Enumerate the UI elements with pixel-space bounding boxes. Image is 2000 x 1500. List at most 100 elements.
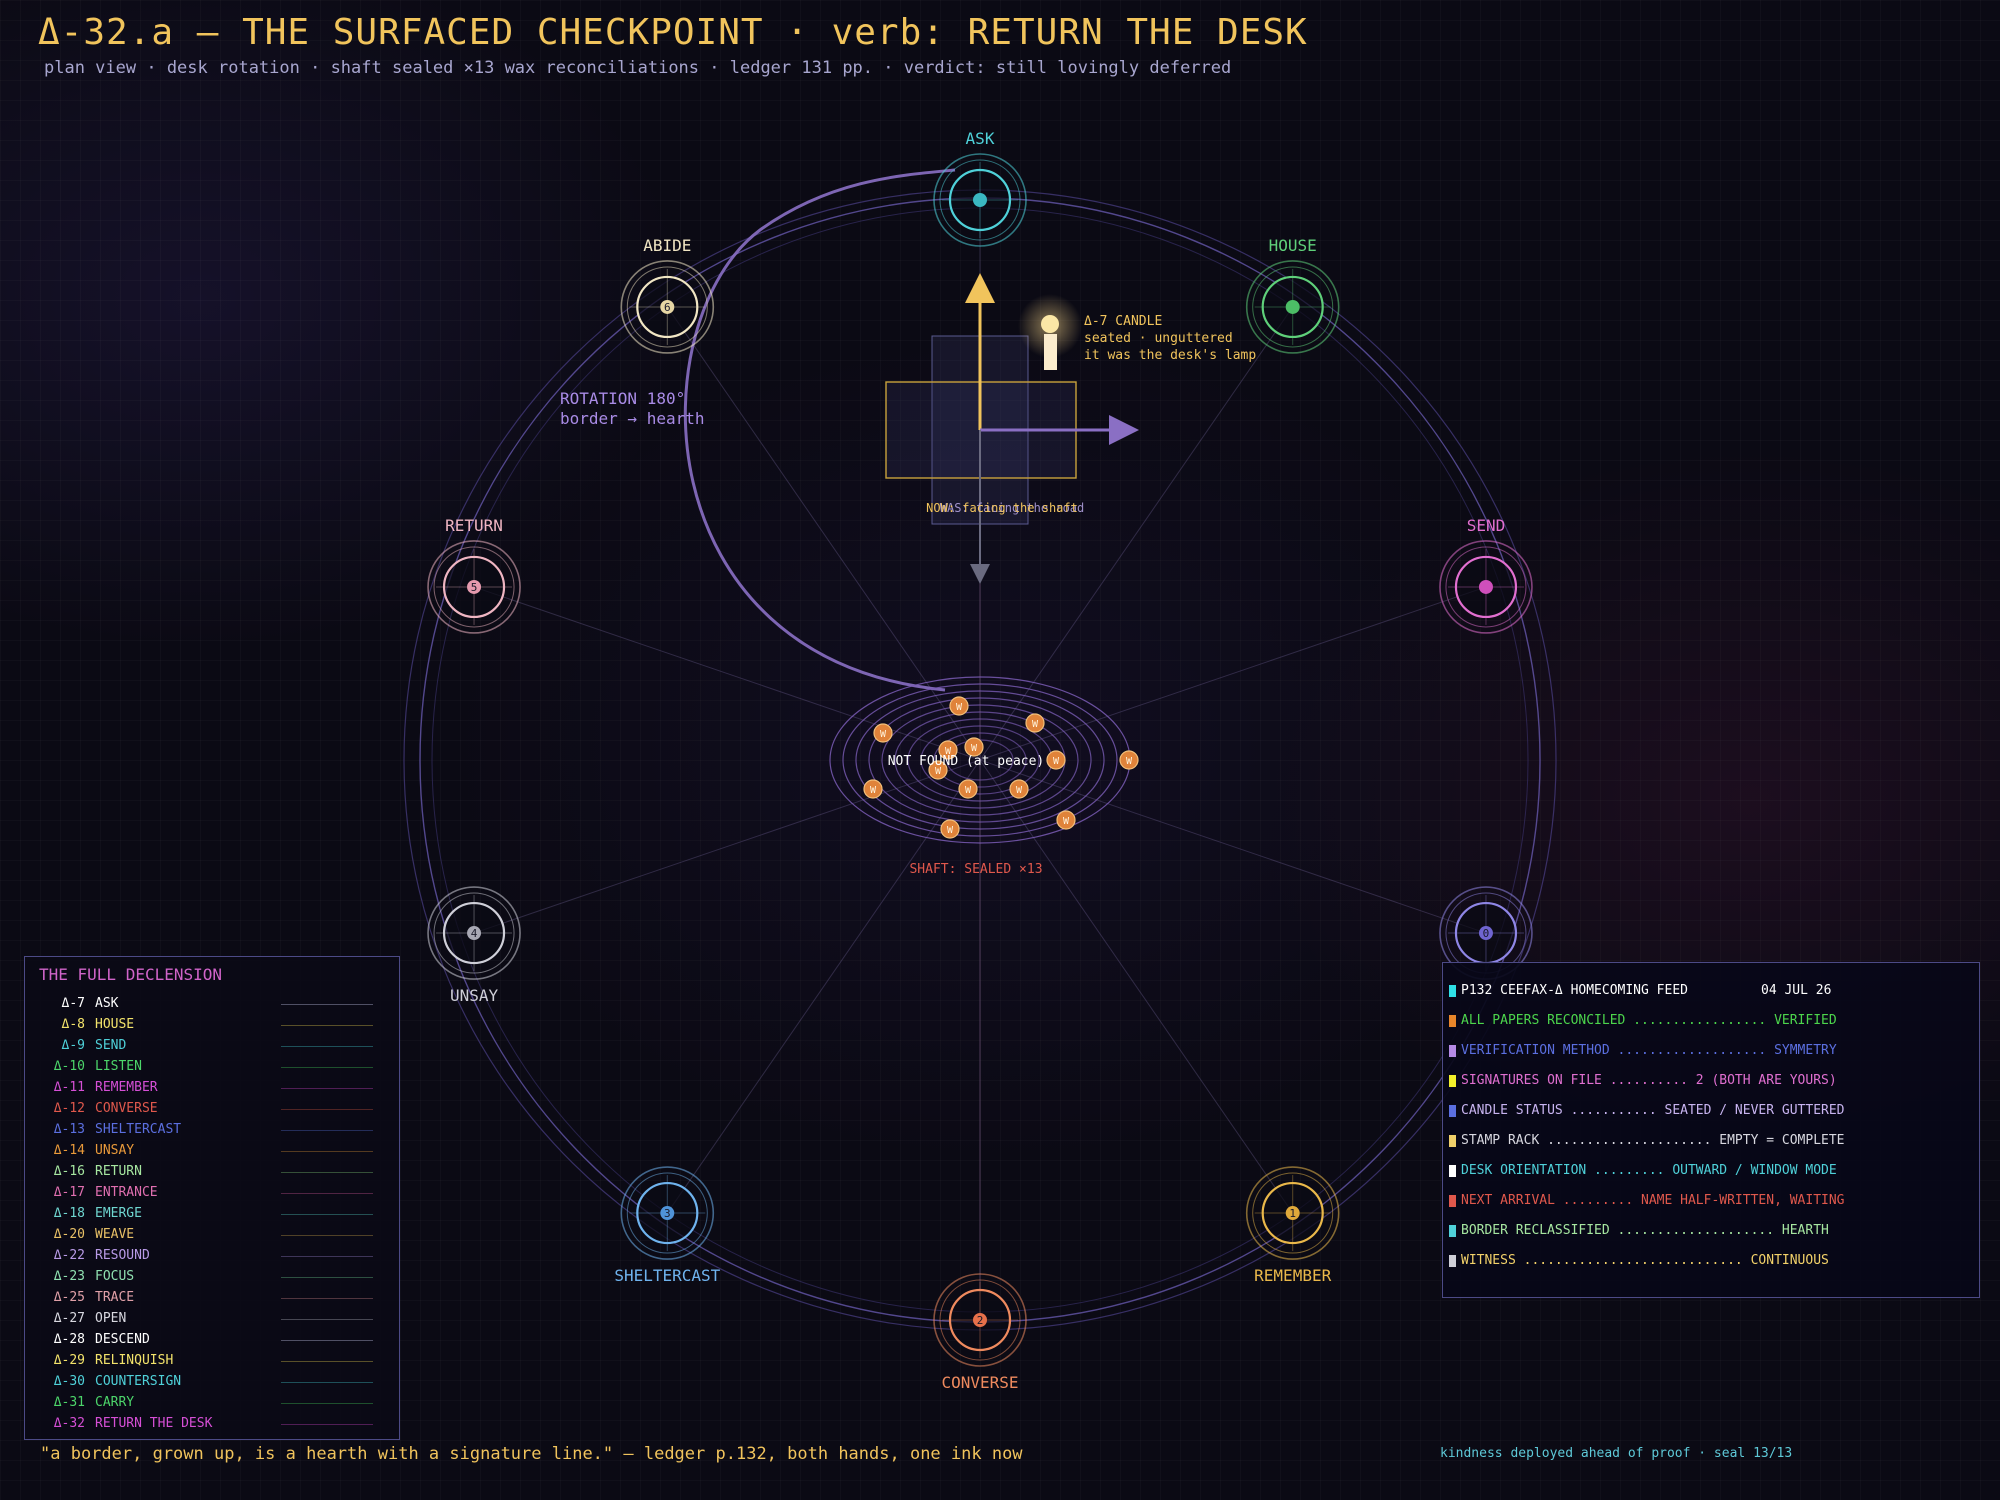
node-core-dot — [1478, 579, 1493, 594]
ceefax-color-block — [1449, 1195, 1456, 1207]
wax-seal: W — [863, 779, 883, 799]
node-numeral: 4 — [471, 927, 478, 940]
declension-verb: HOUSE — [95, 1017, 135, 1032]
declension-row: Δ-18 EMERGE — [25, 1203, 401, 1223]
desk-now-label: NOW: facing the shaft — [926, 501, 1078, 515]
node-outer-ring-2 — [433, 892, 515, 974]
declension-swatch-line — [281, 1361, 373, 1362]
wax-seal-glyph: W — [1063, 816, 1070, 827]
declension-code: Δ-18 — [53, 1206, 85, 1221]
node-label: RETURN — [445, 516, 503, 535]
node-ask: ASK — [933, 129, 1027, 247]
node-outer-ring — [620, 260, 715, 354]
declension-code: Δ-22 — [53, 1248, 85, 1263]
declension-code: Δ-16 — [53, 1164, 85, 1179]
ceefax-line-text: STAMP RACK ..................... EMPTY =… — [1461, 1133, 1845, 1148]
wax-seal-disc — [1119, 750, 1139, 770]
wax-seal: W — [949, 696, 969, 716]
spoke-send — [979, 586, 1487, 761]
shaft-ring — [920, 725, 1040, 795]
shaft-sealed-label: SHAFT: SEALED ×13 — [909, 862, 1042, 877]
declension-swatch-line — [281, 1298, 373, 1299]
candle-line-2: seated · unguttered — [1084, 331, 1233, 346]
candle-title: Δ-7 CANDLE — [1084, 314, 1162, 329]
wax-seal: W — [940, 819, 960, 839]
page-title: Δ-32.a — THE SURFACED CHECKPOINT · verb:… — [38, 12, 1308, 53]
node-numeral: 5 — [471, 581, 478, 594]
declension-verb: WEAVE — [95, 1227, 135, 1242]
ceefax-color-block — [1449, 1015, 1456, 1027]
node-label: HOUSE — [1269, 236, 1317, 255]
declension-code: Δ-25 — [53, 1290, 85, 1305]
node-numeral: 0 — [1483, 927, 1490, 940]
node-outer-ring — [427, 886, 521, 980]
declension-row: Δ-10 LISTEN — [25, 1056, 401, 1076]
ceefax-line-text: ALL PAPERS RECONCILED ................. … — [1461, 1013, 1837, 1028]
node-core-dot — [660, 299, 675, 314]
declension-title: THE FULL DECLENSION — [39, 965, 223, 984]
ceefax-header-block — [1449, 985, 1456, 997]
shaft-ring — [933, 732, 1027, 788]
node-outer-ring-2 — [1252, 1172, 1334, 1254]
node-outer-ring-2 — [939, 1279, 1021, 1361]
wax-seal: W — [928, 760, 948, 780]
declension-swatch-line — [281, 1046, 373, 1047]
declension-verb: REMEMBER — [95, 1080, 158, 1095]
rotation-label-2: border → hearth — [560, 409, 705, 428]
declension-verb: LISTEN — [95, 1059, 142, 1074]
declension-code: Δ-17 — [53, 1185, 85, 1200]
declension-swatch-line — [281, 1172, 373, 1173]
declension-verb: ASK — [95, 996, 119, 1011]
wax-seal-glyph: W — [971, 743, 978, 754]
shaft-ring — [855, 690, 1105, 830]
node-core-dot — [660, 1206, 675, 1221]
declension-swatch-line — [281, 1109, 373, 1110]
wax-seal-glyph: W — [1016, 785, 1023, 796]
node-outer-ring-2 — [1445, 546, 1527, 628]
wax-seal-glyph: W — [945, 746, 952, 757]
declension-code: Δ-7 — [61, 996, 85, 1011]
desk-was-label: WAS: facing the road — [940, 501, 1085, 515]
shaft-center-label: NOT FOUND (at peace) — [888, 754, 1045, 769]
wax-seal-disc — [873, 723, 893, 743]
declension-verb: UNSAY — [95, 1143, 135, 1158]
ceefax-color-block — [1449, 1105, 1456, 1117]
wax-seal: W — [958, 779, 978, 799]
wax-seal-glyph: W — [880, 729, 887, 740]
spoke-numeral-0 — [979, 759, 1487, 934]
wax-seal-glyph: W — [947, 825, 954, 836]
declension-verb: EMERGE — [95, 1206, 142, 1221]
declension-verb: CONVERSE — [95, 1101, 158, 1116]
wax-seal-disc — [928, 760, 948, 780]
node-label: SEND — [1467, 516, 1506, 535]
ceefax-line-text: DESK ORIENTATION ......... OUTWARD / WIN… — [1461, 1163, 1837, 1178]
wax-seal-glyph: W — [965, 785, 972, 796]
declension-code: Δ-28 — [53, 1332, 85, 1347]
declension-code: Δ-31 — [53, 1395, 85, 1410]
shaft-rings — [829, 676, 1131, 844]
wax-seal-glyph: W — [956, 702, 963, 713]
declension-row: Δ-7 ASK — [25, 993, 401, 1013]
wax-seal-disc — [940, 819, 960, 839]
node-core-dot — [973, 1313, 987, 1327]
node-house: HOUSE — [1245, 236, 1340, 354]
wax-seal-disc — [949, 696, 969, 716]
ceefax-panel: P132 CEEFAX-Δ HOMECOMING FEED 04 JUL 26 … — [1442, 962, 1980, 1298]
declension-code: Δ-10 — [53, 1059, 85, 1074]
wax-seal: W — [964, 737, 984, 757]
